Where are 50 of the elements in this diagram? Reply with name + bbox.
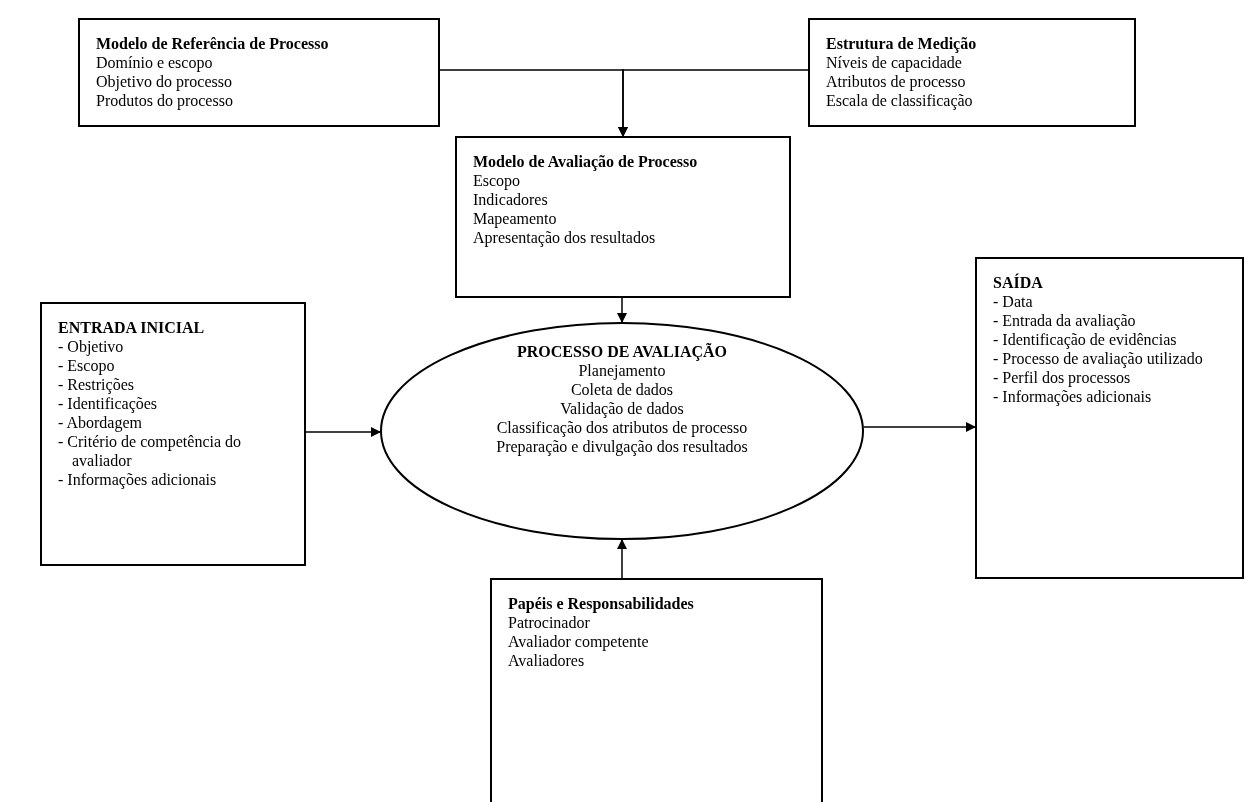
list-item: Escala de classificação (826, 91, 974, 110)
process-box (455, 136, 791, 298)
arrow (617, 539, 627, 579)
list-item: - Entrada da avaliação (993, 311, 1137, 330)
process-box (490, 578, 823, 802)
list-item: Planejamento (577, 361, 667, 380)
list-item: - Abordagem (58, 413, 143, 432)
box-heading: SAÍDA (993, 273, 1044, 292)
list-item: - Perfil dos processos (993, 368, 1132, 387)
list-item: Níveis de capacidade (826, 53, 963, 72)
list-item: Escopo (473, 171, 522, 190)
list-item: - Escopo (58, 356, 116, 375)
list-item: Indicadores (473, 190, 549, 209)
box-heading: Modelo de Referência de Processo (96, 34, 330, 53)
list-item: Avaliadores (508, 651, 586, 670)
list-item: - Processo de avaliação utilizado (993, 349, 1204, 368)
box-heading: ENTRADA INICIAL (58, 318, 206, 337)
process-box (975, 257, 1244, 579)
list-item: - Restrições (58, 375, 135, 394)
arrow (305, 427, 381, 437)
list-item: Coleta de dados (569, 380, 675, 399)
process-ellipse (380, 322, 864, 540)
box-heading: Papéis e Responsabilidades (508, 594, 695, 613)
list-item: Preparação e divulgação dos resultados (495, 437, 749, 456)
list-item: Atributos de processo (826, 72, 967, 91)
list-item: - Objetivo (58, 337, 125, 356)
list-item: - Identificação de evidências (993, 330, 1178, 349)
list-item: - Critério de competência do avaliador (58, 432, 243, 470)
arrow (863, 422, 976, 432)
box-heading: Estrutura de Medição (826, 34, 978, 53)
list-item: - Identificações (58, 394, 159, 413)
list-item: Domínio e escopo (96, 53, 214, 72)
list-item: Classificação dos atributos de processo (495, 418, 749, 437)
list-item: - Informações adicionais (58, 470, 218, 489)
list-item: Mapeamento (473, 209, 558, 228)
list-item: Produtos do processo (96, 91, 234, 110)
box-heading: Modelo de Avaliação de Processo (473, 152, 699, 171)
list-item: - Informações adicionais (993, 387, 1153, 406)
list-item: Apresentação dos resultados (473, 228, 657, 247)
list-item: - Data (993, 292, 1034, 311)
list-item: Objetivo do processo (96, 72, 233, 91)
list-item: Validação de dados (559, 399, 685, 418)
list-item: Avaliador competente (508, 632, 650, 651)
process-box (78, 18, 440, 127)
box-heading: PROCESSO DE AVALIAÇÃO (515, 342, 729, 361)
process-box (808, 18, 1136, 127)
process-box (40, 302, 306, 566)
arrow (618, 69, 809, 137)
arrow (617, 297, 627, 323)
list-item: Patrocinador (508, 613, 591, 632)
